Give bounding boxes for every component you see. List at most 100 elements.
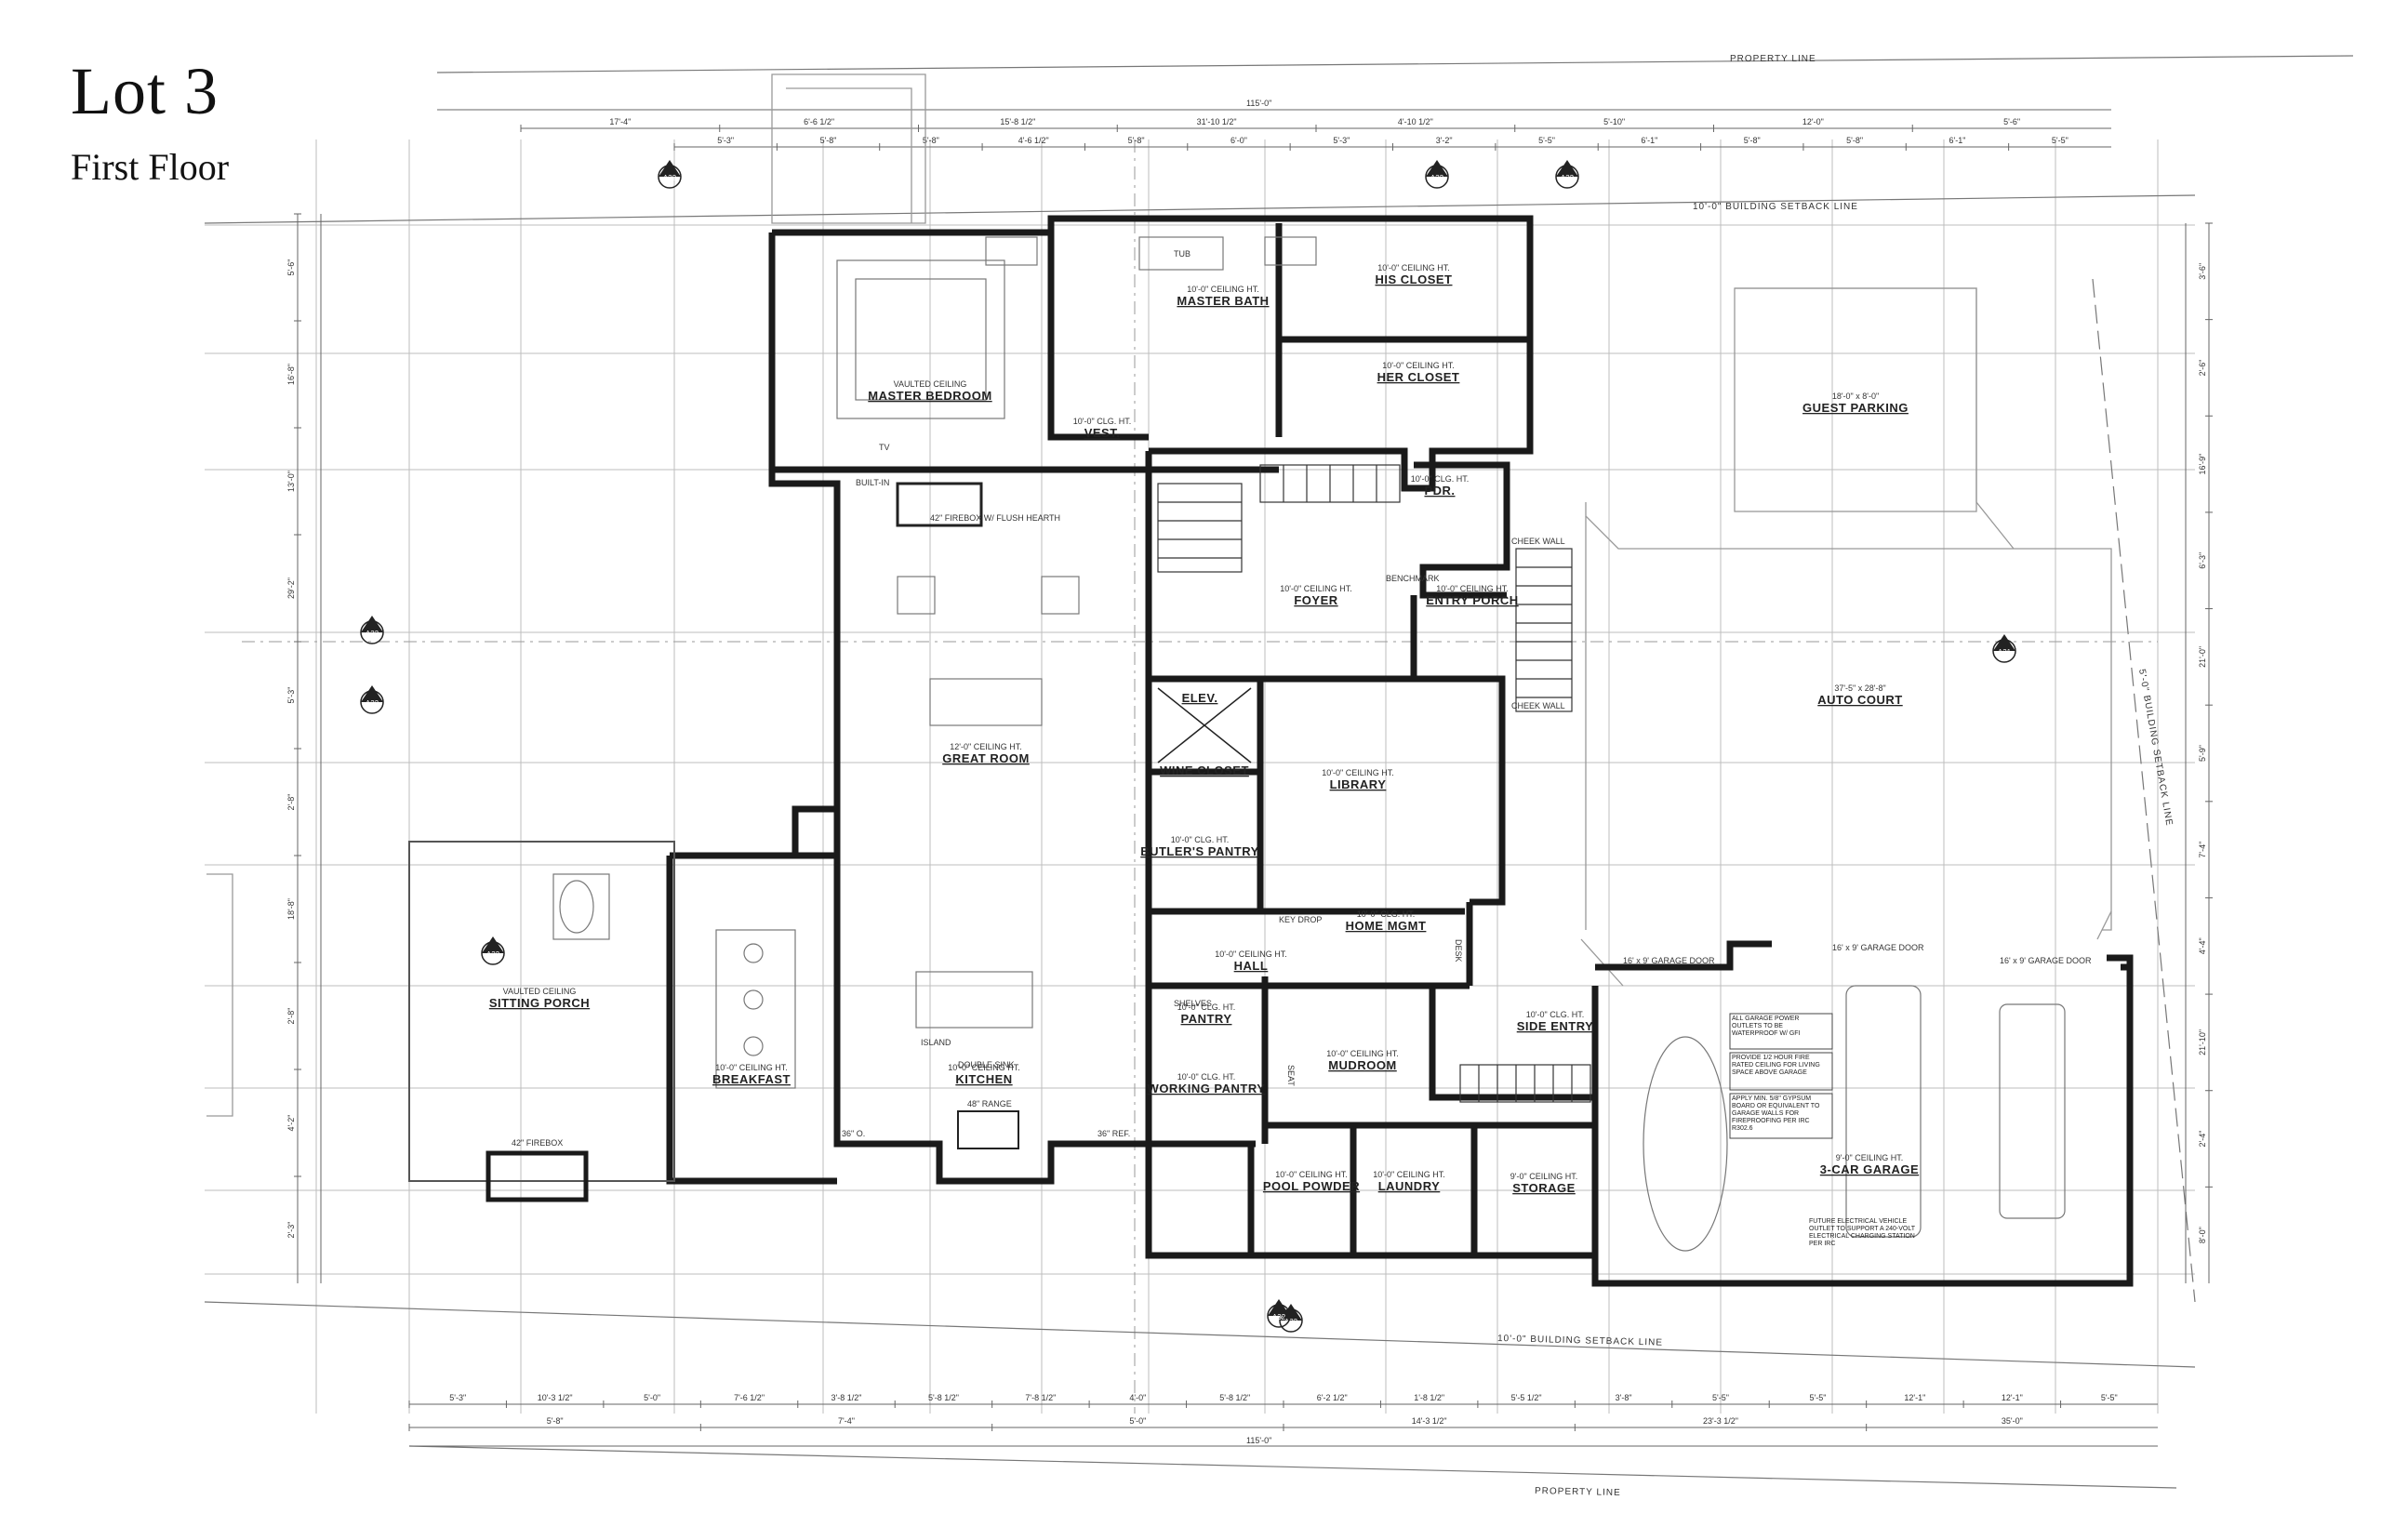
floor-subtitle: First Floor — [71, 146, 230, 188]
room-breakfast-ceiling: 10'-0" CEILING HT. — [715, 1063, 787, 1072]
room-pool-powder-name: POOL POWDER — [1263, 1179, 1360, 1193]
room-elev-name: ELEV. — [1182, 691, 1218, 705]
dim-value: 6'-6 1/2" — [804, 117, 834, 126]
dims-bottom-row1: 5'-3"10'-3 1/2"5'-0"7'-6 1/2"3'-8 1/2"5'… — [408, 1393, 2118, 1408]
room-butlers-pantry: 10'-0" CLG. HT.BUTLER'S PANTRY — [1140, 835, 1259, 858]
garage-note-1-box: ALL GARAGE POWER OUTLETS TO BE WATERPROO… — [1732, 1016, 1801, 1037]
section-marker-label: A32 — [486, 950, 500, 959]
room-laundry-name: LAUNDRY — [1378, 1179, 1441, 1193]
dim-value: 5'-5" — [1712, 1393, 1729, 1402]
dim-value: 5'-5" — [2052, 136, 2068, 145]
room-garage: 9'-0" CEILING HT.3-CAR GARAGE — [1820, 1153, 1919, 1176]
room-guest-parking-ceiling: 18'-0" x 8'-0" — [1832, 392, 1879, 401]
room-pantry: 10'-0" CLG. HT.PANTRY — [1177, 1002, 1235, 1026]
garage-door-label-2: 16' x 9' GARAGE DOOR — [1832, 943, 1924, 952]
room-side-entry: 10'-0" CLG. HT.SIDE ENTRY — [1517, 1010, 1593, 1033]
section-marker-arrow — [361, 616, 383, 632]
room-entry-porch-name: ENTRY PORCH — [1426, 593, 1518, 607]
section-marker-label: A32 — [366, 699, 379, 708]
dim-value: 5'-5" — [1538, 136, 1555, 145]
room-garage-name: 3-CAR GARAGE — [1820, 1162, 1919, 1176]
room-his-closet-name: HIS CLOSET — [1375, 272, 1452, 286]
dim-value: 5'-9" — [2198, 745, 2207, 762]
room-great-room: 12'-0" CEILING HT.GREAT ROOM — [942, 742, 1030, 765]
room-pdr-name: PDR. — [1424, 484, 1455, 498]
dim-value: 35'-0" — [2002, 1416, 2023, 1426]
double-sink-label: DOUBLE SINK — [958, 1060, 1015, 1069]
room-butlers-pantry-name: BUTLER'S PANTRY — [1140, 844, 1259, 858]
refrigerator-label: 36" REF. — [1097, 1129, 1130, 1138]
room-guest-parking: 18'-0" x 8'-0"GUEST PARKING — [1802, 392, 1909, 415]
dims-left: 5'-6"16'-8"13'-0"29'-2"5'-3"2'-8"18'-8"2… — [286, 213, 301, 1238]
section-marker: A32 — [658, 160, 682, 189]
room-home-mgmt: 10'-0" CLG. HT.HOME MGMT — [1346, 909, 1427, 933]
section-marker-label: A32 — [366, 630, 379, 638]
section-marker-arrow — [1268, 1299, 1290, 1316]
title-block: Lot 3 First Floor — [71, 58, 229, 189]
dim-value: 6'-1" — [1949, 136, 1966, 145]
dim-value: 5'-3" — [1333, 136, 1350, 145]
dim-value: 2'-4" — [2198, 1131, 2207, 1148]
room-hall: 10'-0" CEILING HT.HALL — [1215, 949, 1286, 973]
dim-value: 4'-6 1/2" — [1018, 136, 1049, 145]
room-kitchen: 10'-0" CEILING HT.KITCHEN — [948, 1063, 1019, 1086]
dim-value: 29'-2" — [286, 578, 296, 599]
dim-top-overall: 115'-0" — [1246, 99, 1271, 108]
dim-value: 3'-2" — [1436, 136, 1453, 145]
dim-value: 31'-10 1/2" — [1197, 117, 1237, 126]
site-features — [206, 73, 2112, 1117]
shelves-label: SHELVES — [1174, 999, 1212, 1008]
room-sitting-porch-ceiling: VAULTED CEILING — [503, 987, 577, 996]
section-marker-label: A32 — [1284, 1318, 1298, 1326]
section-marker-arrow — [658, 160, 681, 177]
dim-value: 13'-0" — [286, 471, 296, 492]
room-pool-powder: 10'-0" CEILING HT.POOL POWDER — [1263, 1170, 1360, 1193]
section-marker: A32 — [360, 685, 384, 714]
dim-value: 6'-1" — [1641, 136, 1657, 145]
room-foyer-name: FOYER — [1294, 593, 1337, 607]
room-library: 10'-0" CEILING HT.LIBRARY — [1322, 768, 1393, 791]
section-marker-label: A31 — [1998, 648, 2012, 657]
fireplace-porch-label: 42" FIREBOX — [512, 1138, 563, 1148]
room-home-mgmt-name: HOME MGMT — [1346, 919, 1427, 933]
dim-value: 5'-10" — [1603, 117, 1625, 126]
room-wine-closet-name: WINE CLOSET — [1160, 763, 1249, 777]
dim-value: 7'-4" — [2198, 842, 2207, 858]
room-breakfast-name: BREAKFAST — [712, 1072, 791, 1086]
furniture — [552, 236, 2066, 1252]
room-elev: ELEV. — [1182, 691, 1218, 705]
room-great-room-name: GREAT ROOM — [942, 751, 1030, 765]
section-marker-label: A32 — [1430, 174, 1444, 182]
dim-value: 3'-8" — [1616, 1393, 1632, 1402]
room-master-bath-ceiling: 10'-0" CEILING HT. — [1187, 285, 1258, 294]
dim-value: 8'-0" — [2198, 1227, 2207, 1243]
room-guest-parking-name: GUEST PARKING — [1802, 401, 1909, 415]
dim-value: 2'-8" — [286, 794, 296, 811]
garage-notes: ALL GARAGE POWER OUTLETS TO BE WATERPROO… — [1623, 943, 2092, 1247]
dims-top-row2: 5'-3"5'-8"5'-8"4'-6 1/2"5'-8"6'-0"5'-3"3… — [673, 136, 2068, 151]
dim-value: 10'-3 1/2" — [538, 1393, 573, 1402]
dim-value: 5'-8" — [820, 136, 837, 145]
room-sitting-porch-name: SITTING PORCH — [489, 996, 590, 1010]
room-hall-ceiling: 10'-0" CEILING HT. — [1215, 949, 1286, 959]
key-drop-label: KEY DROP — [1279, 915, 1322, 924]
dim-value: 4'-0" — [1129, 1393, 1146, 1402]
fixture-labels: 42" FIREBOX W/ FLUSH HEARTH 42" FIREBOX … — [512, 249, 1565, 1148]
section-marker: A32 — [481, 936, 505, 965]
section-marker-label: A32 — [1272, 1313, 1286, 1321]
section-marker-arrow — [1556, 160, 1578, 177]
room-vest-name: VEST. — [1084, 426, 1121, 440]
dim-value: 4'-4" — [2198, 937, 2207, 954]
room-mudroom-ceiling: 10'-0" CEILING HT. — [1326, 1049, 1398, 1058]
dims-right: 3'-6"2'-6"16'-9"6'-3"21'-0"5'-9"7'-4"4'-… — [2198, 222, 2213, 1243]
room-foyer-ceiling: 10'-0" CEILING HT. — [1280, 584, 1351, 593]
dim-value: 3'-8 1/2" — [831, 1393, 862, 1402]
stairs — [1157, 464, 1591, 1103]
section-marker: A32 — [1555, 160, 1579, 189]
sitting-porch-outline — [408, 841, 675, 1202]
room-pool-powder-ceiling: 10'-0" CEILING HT. — [1275, 1170, 1347, 1179]
dim-value: 21'-0" — [2198, 646, 2207, 668]
room-foyer: 10'-0" CEILING HT.FOYER — [1280, 584, 1351, 607]
